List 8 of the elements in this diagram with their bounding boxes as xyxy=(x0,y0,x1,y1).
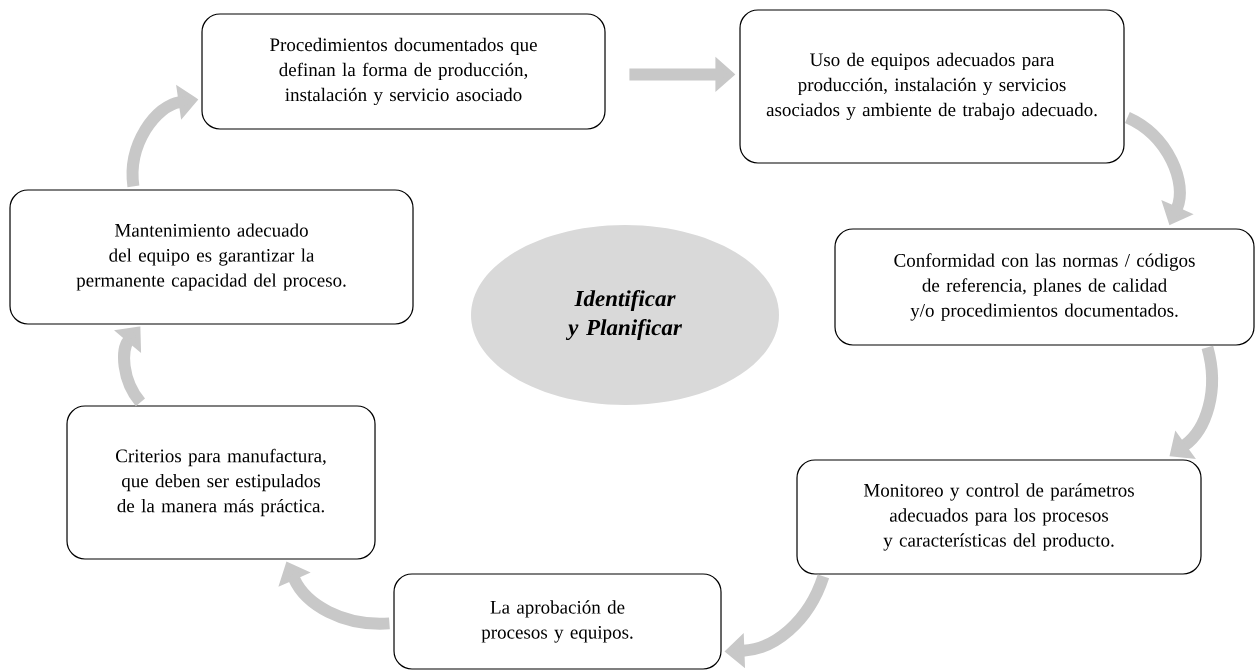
curved-arrow xyxy=(114,326,146,406)
process-box: Uso de equipos adecuados para producción, instalación y servicios asociados y ambiente de trabajo adecuado. xyxy=(739,9,1125,164)
process-box: Monitoreo y control de parámetros adecuados para los procesos y características del producto. xyxy=(796,459,1202,575)
process-box: Criterios para manufactura, que deben ser estipulados de la manera más práctica. xyxy=(66,405,376,560)
process-box: Procedimientos documentados que definan la forma de producción, instalación y servicio asociado xyxy=(201,13,606,130)
process-box: La aprobación de procesos y equipos. xyxy=(393,573,722,670)
process-box: Conformidad con las normas / códigos de referencia, planes de calidad y/o procedimientos documentados. xyxy=(834,228,1255,346)
process-box: Mantenimiento adecuado del equipo es garantizar la permanente capacidad del proceso. xyxy=(9,189,414,325)
